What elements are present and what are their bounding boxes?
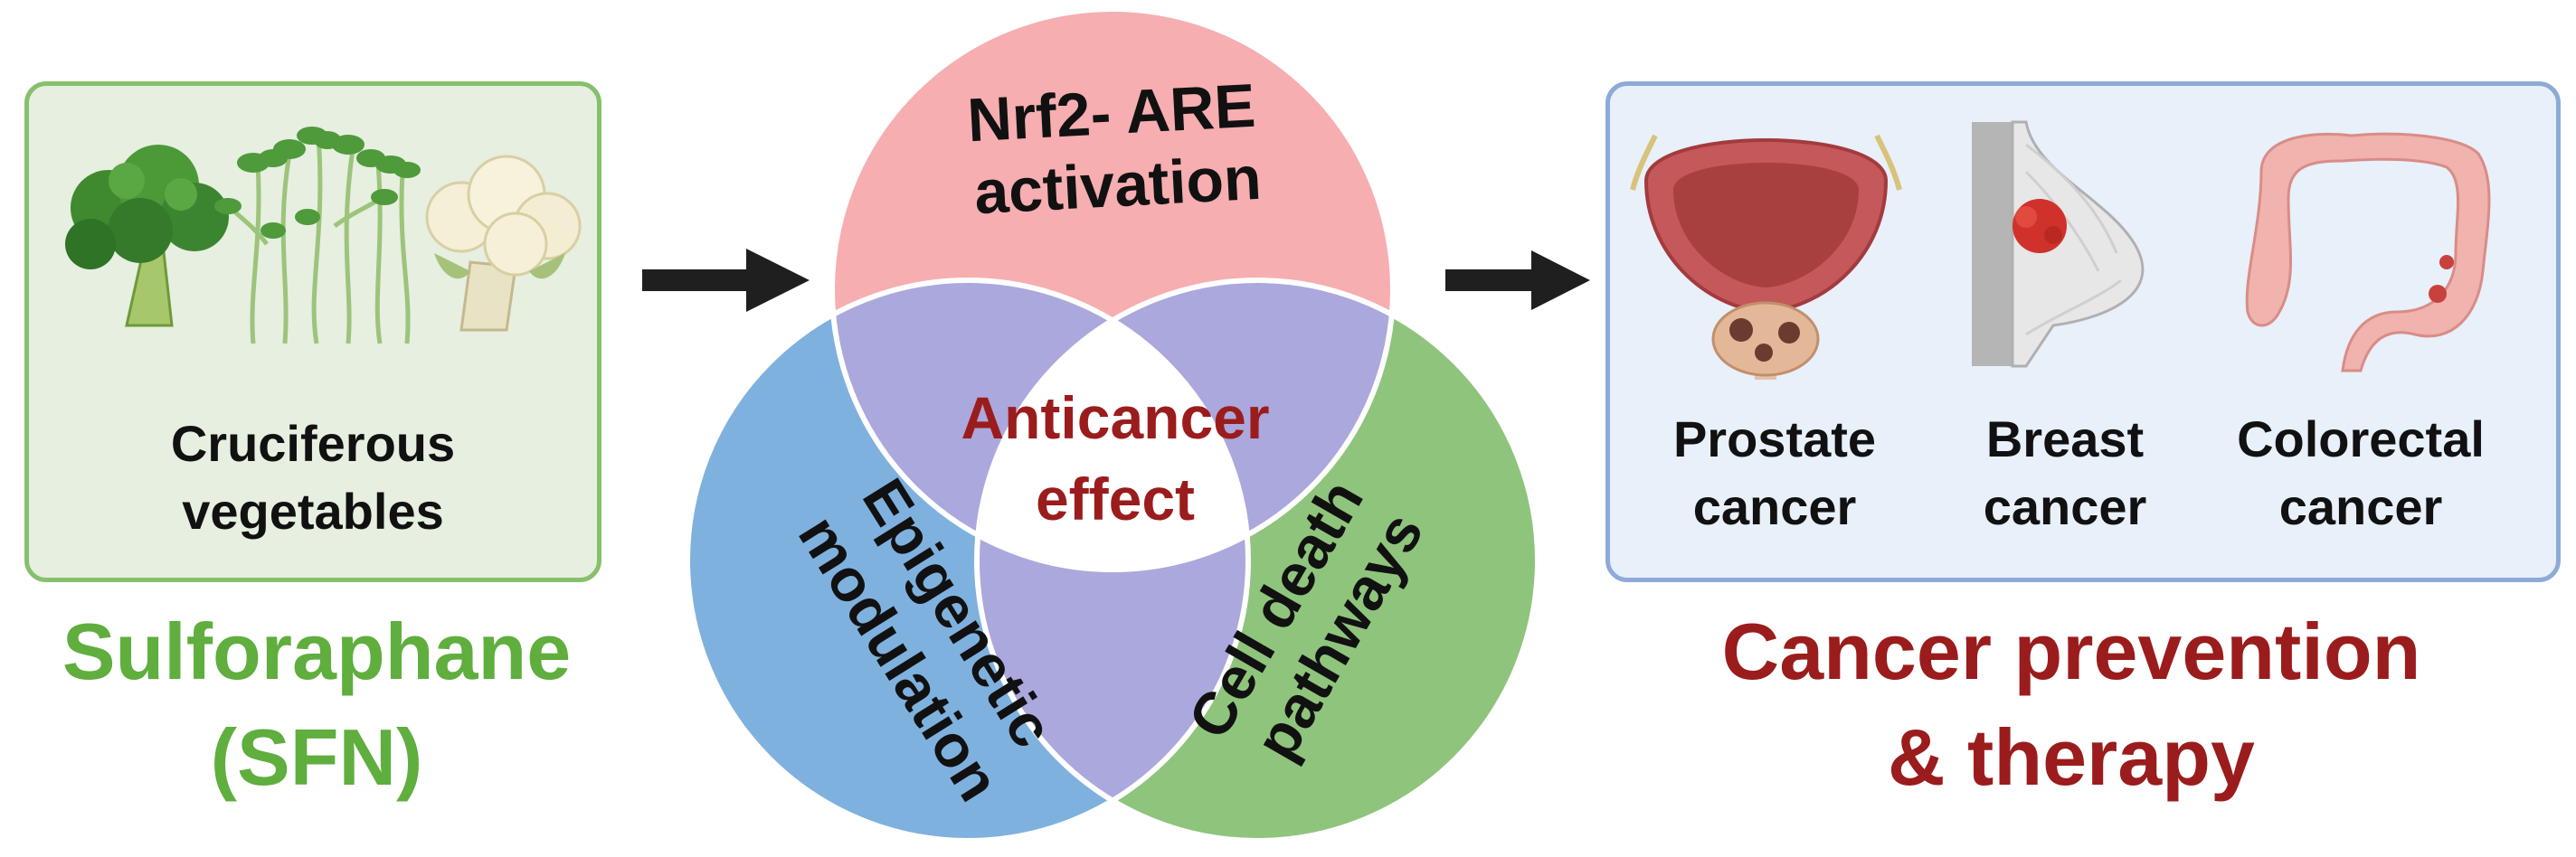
organ-label-colorectal-2: cancer [2278,478,2443,535]
organs-illustration [1630,120,2491,380]
sprout-leaves [214,127,421,239]
right-arrow-icon-2 [1445,250,1590,310]
organ-label-colorectal-1: Colorectal [2237,410,2485,467]
breast-icon [1972,120,2145,368]
venn-top-line1: Nrf2- ARE [966,71,1257,155]
venn-center-line1: Anticancer [961,384,1269,451]
colon-icon [2245,132,2491,372]
therapy-title-line1: Cancer prevention [1721,607,2421,696]
organ-label-breast-1: Breast [1985,410,2145,467]
venn-center [977,280,1248,570]
broccoli-icon [65,145,229,327]
therapy-title-line2: & therapy [1888,712,2255,802]
prostate-icon [1630,134,1902,380]
organ-label-prostate-2: cancer [1692,478,1857,535]
panel-label-line1: Cruciferous [170,415,456,472]
venn-center-line2: effect [1036,466,1195,532]
sfn-title-line2: (SFN) [210,712,423,802]
venn-diagram: Nrf2- ARE activation Anticancer effect E… [685,6,1540,843]
panel-label-line2: vegetables [182,483,444,540]
sfn-title-line1: Sulforaphane [62,607,572,696]
vegetables-illustration [65,127,582,344]
right-arrow-icon [642,249,810,312]
venn-top-line2: activation [972,144,1263,228]
cauliflower-icon [425,155,582,332]
organ-label-prostate-1: Prostate [1672,410,1877,467]
organ-label-breast-2: cancer [1983,478,2147,535]
sprouts-icon [229,135,411,344]
